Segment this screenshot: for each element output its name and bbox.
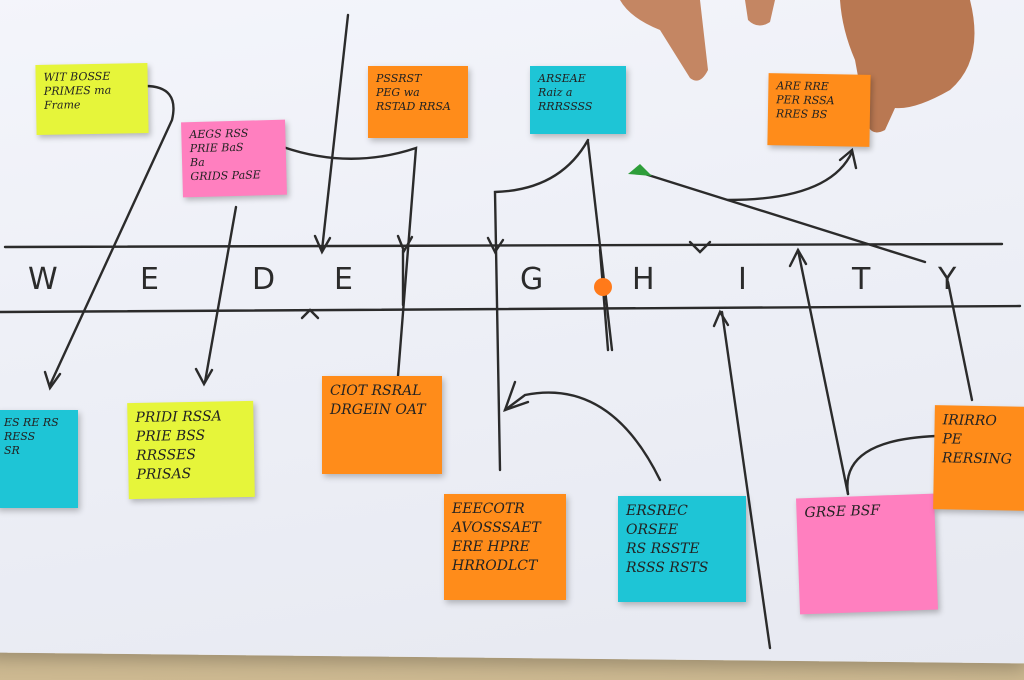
sticky-note-yellow: PRIDI RSSA PRIE BSS RRSSES PRISAS — [127, 400, 255, 500]
sticky-note-orange: IRIRRO PE RERSING — [933, 405, 1024, 511]
timeline-letter: T — [852, 262, 872, 297]
timeline-top-line — [3, 242, 1004, 249]
sticky-note-cyan: ERSREC ORSEE RS RSSTE RSSS RSTS — [618, 496, 746, 602]
timeline-letter: G — [520, 262, 545, 297]
timeline-letter: I — [738, 262, 748, 297]
timeline-letter: D — [252, 262, 277, 297]
timeline-bottom-line — [0, 304, 1022, 314]
timeline-letter: H — [632, 262, 656, 297]
sticky-note-cyan: ES RE RS RESS SR — [0, 410, 78, 508]
sticky-note-pink: GRSE BSF — [796, 493, 938, 615]
sticky-note-orange: PSSRST PEG wa RSTAD RRSA — [368, 66, 468, 138]
timeline-letter: E — [334, 262, 354, 297]
timeline-letter: E — [140, 262, 160, 297]
sticky-note-pink: AEGS RSS PRIE BaS Ba GRIDS PaSE — [181, 119, 287, 198]
sticky-note-orange: CIOT RSRAL DRGEIN OAT — [322, 376, 442, 474]
sticky-note-yellow: WIT BOSSE PRIMES ma Frame — [35, 63, 149, 135]
timeline-letter: Y — [938, 262, 958, 297]
orange-pin-icon — [594, 278, 612, 296]
hand-icon — [620, 0, 975, 133]
sticky-note-orange: EEECOTR AVOSSSAET ERE HPRE HRRODLCT — [444, 494, 566, 600]
green-pin-icon — [628, 164, 652, 176]
sticky-note-cyan: ARSEAE Raiz a RRRSSSS — [530, 66, 626, 134]
sticky-note-orange: ARE RRE PER RSSA RRES BS — [767, 73, 871, 147]
timeline-letter: W — [28, 262, 59, 297]
